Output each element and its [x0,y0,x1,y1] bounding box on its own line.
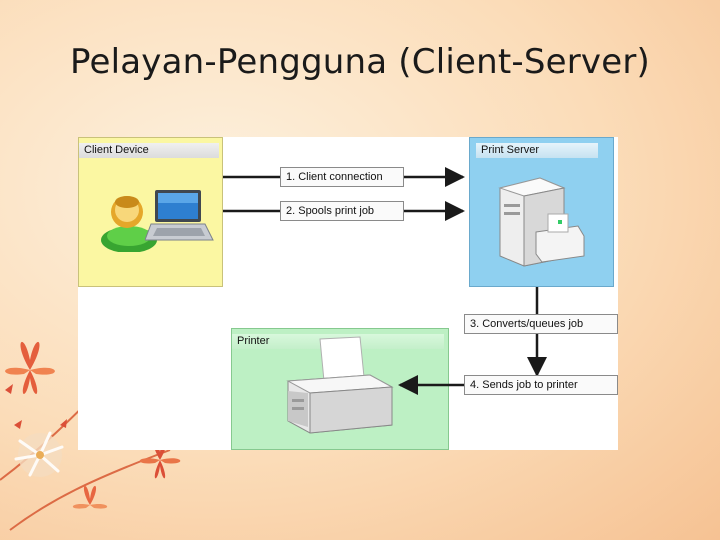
slide-title: Pelayan-Pengguna (Client-Server) [69,42,651,82]
step-spools-print-job: 2. Spools print job [280,201,404,221]
client-device-box: Client Device [78,137,223,287]
step-sends-job-to-printer: 4. Sends job to printer [464,375,618,395]
client-device-label: Client Device [79,143,219,158]
printer-icon [286,336,394,434]
print-server-label: Print Server [476,143,598,158]
server-icon [498,177,585,267]
user-icon [101,196,157,252]
client-server-diagram: Client Device Print Server [78,137,618,450]
flower-decoration [0,341,181,531]
step-converts-queues-job: 3. Converts/queues job [464,314,618,334]
laptop-icon [145,190,214,241]
printer-box: Printer [231,328,449,450]
step-client-connection: 1. Client connection [280,167,404,187]
print-server-box: Print Server [469,137,614,287]
